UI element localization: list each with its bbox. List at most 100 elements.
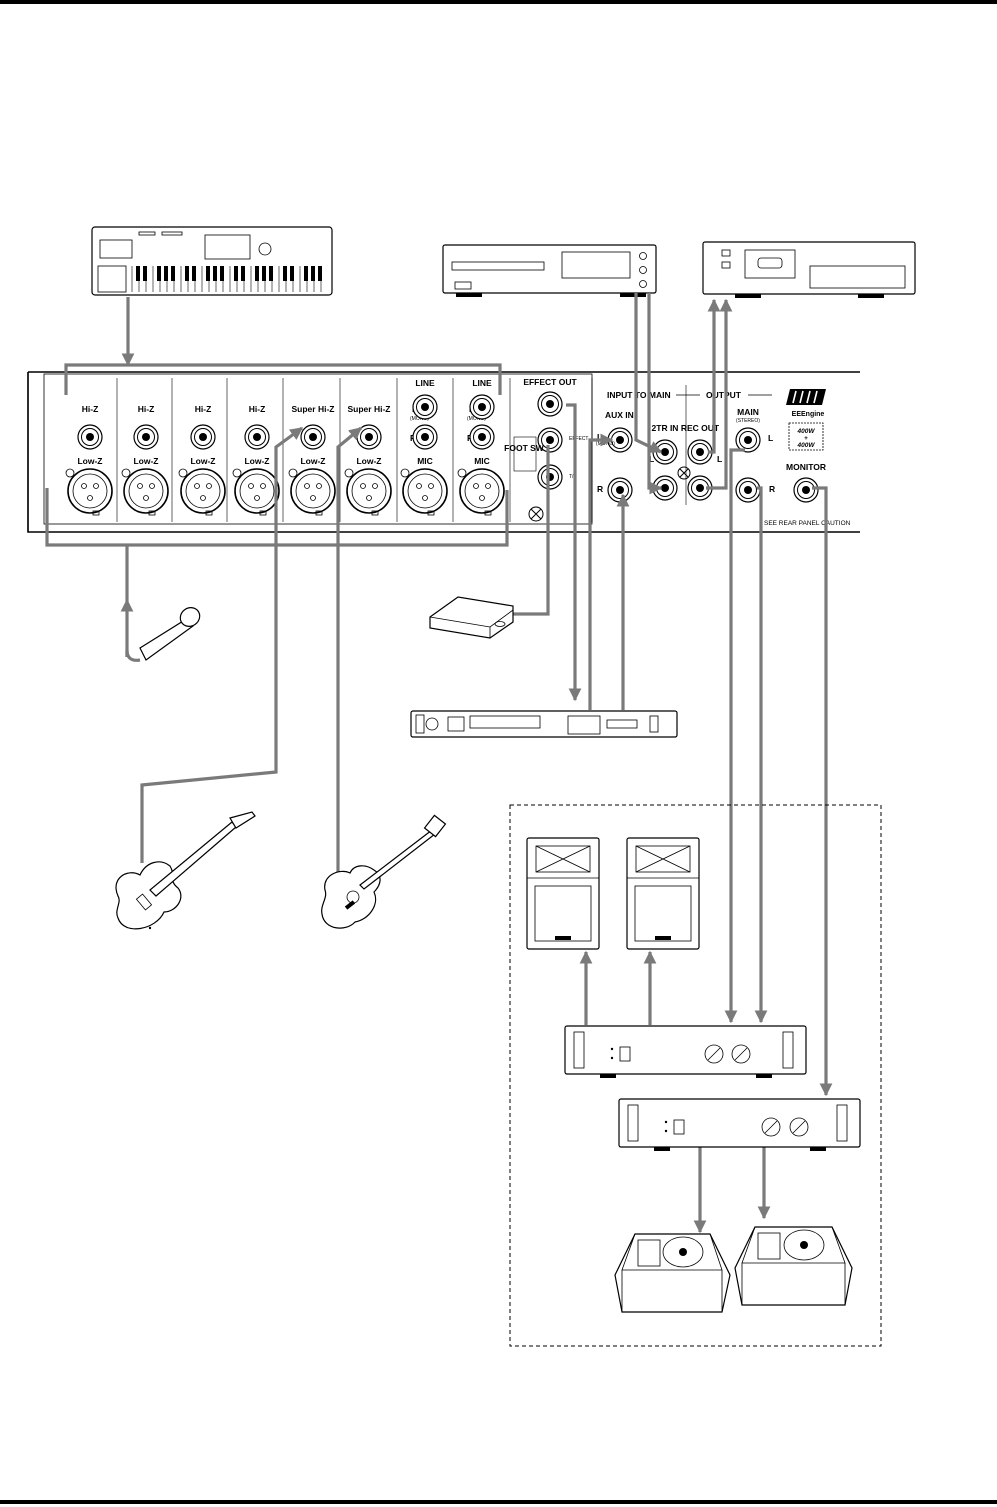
main-speaker-left-icon <box>526 837 600 950</box>
stereo-2-mic-label: MIC <box>474 456 490 466</box>
mic-xlr-jack-2[interactable] <box>457 468 505 516</box>
channel-6-hi-z-label: Super Hi-Z <box>348 404 391 414</box>
effect-send-cable <box>566 403 582 702</box>
channel-5-hi-z-label: Super Hi-Z <box>292 404 335 414</box>
xlr-jack-5[interactable] <box>288 468 336 516</box>
stereo-1-line-label: LINE <box>415 378 435 388</box>
mono-channel-4: Hi-Z Low-Z <box>244 404 269 466</box>
monitor-cable <box>812 486 833 1097</box>
aux-in-r-jack[interactable] <box>607 477 633 503</box>
hi-z-jack-1[interactable] <box>77 424 103 450</box>
foot-sw-jack[interactable] <box>537 427 563 453</box>
mono-channel-3: Hi-Z Low-Z <box>190 404 215 466</box>
channel-2-low-z-label: Low-Z <box>133 456 158 466</box>
bass-guitar-cable <box>140 426 304 863</box>
monitor-power-amp-icon <box>618 1098 861 1151</box>
effect-section: EFFECT OUT FOOT SW EFFECT T/ <box>504 377 588 522</box>
twotr-l-label: L <box>649 454 654 464</box>
main-stereo-label: (STEREO) <box>736 418 760 424</box>
foot-sw-label: FOOT SW <box>504 443 545 453</box>
power-bottom-label: 400W <box>797 442 816 449</box>
stereo-2-line-label: LINE <box>472 378 492 388</box>
hi-z-jack-3[interactable] <box>190 424 216 450</box>
twotr-in-l-jack[interactable] <box>652 439 678 465</box>
main-r-label: R <box>769 484 775 494</box>
channel-4-low-z-label: Low-Z <box>244 456 269 466</box>
monitor-out-jack[interactable] <box>793 477 819 503</box>
effect-on-off-label: EFFECT <box>569 436 588 442</box>
channel-1-low-z-label: Low-Z <box>77 456 102 466</box>
mixer-panel <box>27 371 860 533</box>
rec-l-label: L <box>717 454 722 464</box>
main-label: MAIN <box>737 407 759 417</box>
input-to-main-label: INPUT TO MAIN <box>607 390 671 400</box>
effect-tap-label: T/ <box>569 474 574 480</box>
mono-channel-5: Super Hi-Z Low-Z <box>292 404 335 466</box>
line-l-jack-2[interactable] <box>469 394 495 420</box>
keyboard-to-line-cable <box>64 363 502 395</box>
acoustic-guitar-icon <box>321 814 447 929</box>
effect-out-jack[interactable] <box>537 391 563 417</box>
xlr-jack-3[interactable] <box>178 468 226 516</box>
stereo-channel-1: LINE L (MONO) R MIC <box>410 378 435 466</box>
stereo-channel-2: LINE L (MONO) R MIC <box>467 378 492 466</box>
power-top-label: 400W <box>797 428 816 435</box>
rec-out-label: REC OUT <box>681 423 720 433</box>
io-section: INPUT TO MAIN OUTPUT AUX IN (MONO) L R 2… <box>596 389 851 527</box>
channel-6-low-z-label: Low-Z <box>356 456 381 466</box>
aux-in-label: AUX IN <box>605 410 634 420</box>
bottom-rule <box>0 1500 997 1504</box>
main-speaker-right-icon <box>626 837 700 950</box>
hi-z-jack-2[interactable] <box>133 424 159 450</box>
mono-channel-6: Super Hi-Z Low-Z <box>348 404 391 466</box>
rec-out-r-jack[interactable] <box>687 475 713 501</box>
keyboard-synth-icon <box>91 226 333 296</box>
main-out-l-jack[interactable] <box>735 427 761 453</box>
pa-system-boundary <box>509 804 882 1347</box>
twotr-in-label: 2TR IN <box>652 423 679 433</box>
top-rule <box>0 0 997 4</box>
floor-monitor-left-icon <box>614 1233 731 1313</box>
floor-monitor-right-icon <box>734 1226 853 1306</box>
main-l-label: L <box>768 433 773 443</box>
rec-out-l-jack[interactable] <box>687 439 713 465</box>
rec-out-l-cable <box>707 298 721 454</box>
xlr-jack-1[interactable] <box>65 468 113 516</box>
foot-switch-icon <box>429 596 514 639</box>
hi-z-jack-5[interactable] <box>300 424 326 450</box>
xlr-jack-4[interactable] <box>232 468 280 516</box>
brand-logo: EEEngine <box>786 389 826 418</box>
line-r-jack-1[interactable] <box>412 424 438 450</box>
stereo-1-mono-label: (MONO) <box>410 416 429 422</box>
foot-switch-cable <box>513 445 550 616</box>
acoustic-guitar-cable <box>336 426 363 875</box>
effect-tap-jack[interactable] <box>537 464 563 490</box>
main-power-amp-icon <box>564 1025 807 1078</box>
channel-3-hi-z-label: Hi-Z <box>195 404 212 414</box>
main-out-r-jack[interactable] <box>735 477 761 503</box>
rec-out-r-cable <box>706 298 733 490</box>
channel-2-hi-z-label: Hi-Z <box>138 404 155 414</box>
stereo-2-mono-label: (MONO) <box>467 416 486 422</box>
brand-label: EEEngine <box>792 411 825 418</box>
line-r-jack-2[interactable] <box>469 424 495 450</box>
effect-out-label: EFFECT OUT <box>523 377 577 387</box>
power-plus-label: + <box>804 435 808 442</box>
line-l-jack-1[interactable] <box>412 394 438 420</box>
monitor-label: MONITOR <box>786 462 826 472</box>
xlr-jack-2[interactable] <box>121 468 169 516</box>
microphone-icon <box>139 607 201 661</box>
hi-z-jack-6[interactable] <box>356 424 382 450</box>
aux-l-label: L <box>597 432 602 442</box>
mono-channel-2: Hi-Z Low-Z <box>133 404 158 466</box>
hi-z-jack-4[interactable] <box>244 424 270 450</box>
channel-5-low-z-label: Low-Z <box>300 456 325 466</box>
cassette-deck-icon <box>702 241 916 298</box>
output-label: OUTPUT <box>706 390 742 400</box>
stereo-1-mic-label: MIC <box>417 456 433 466</box>
xlr-jack-6[interactable] <box>344 468 392 516</box>
cd-to-2tr-r-cable <box>647 293 663 495</box>
mic-xlr-jack-1[interactable] <box>400 468 448 516</box>
